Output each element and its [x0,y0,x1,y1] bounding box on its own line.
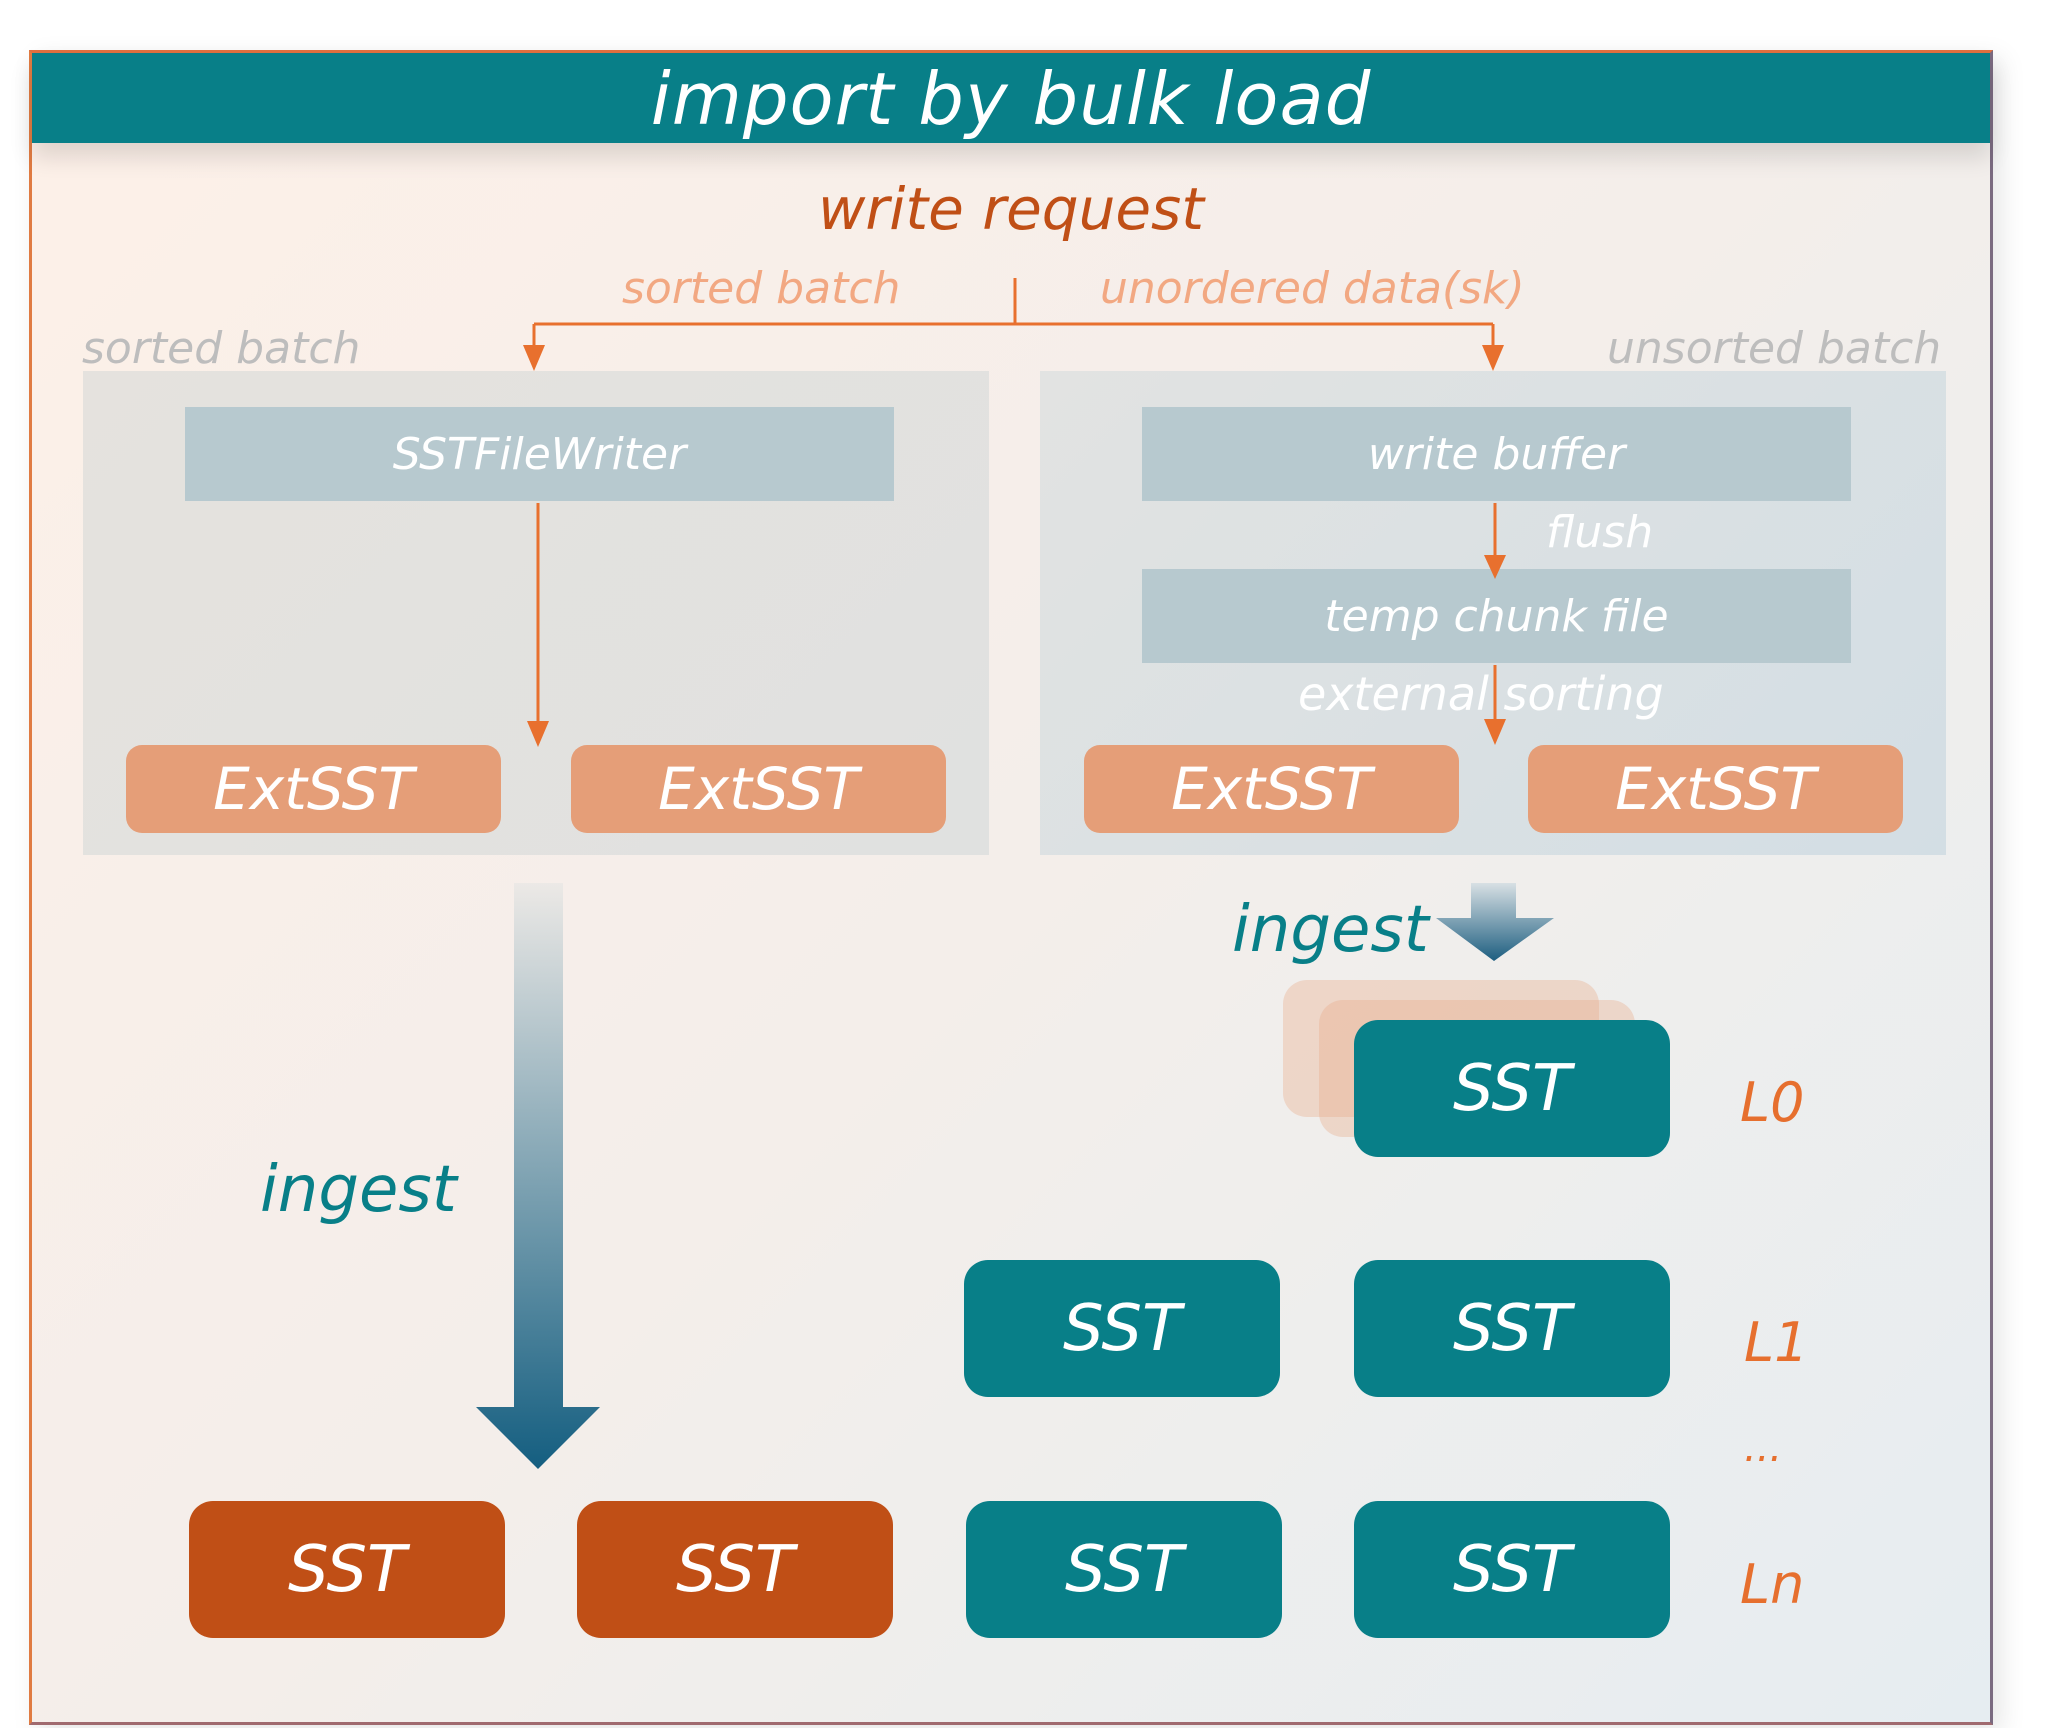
unsorted-batch-panel: write buffer flush temp chunk file exter… [1040,371,1946,855]
sst-ln-ingested-file: SST [189,1501,505,1638]
sst-label: SST [1064,1532,1184,1607]
unsorted-batch-panel-label: unsorted batch [1607,323,1942,374]
sst-ln-ingested-file: SST [577,1501,893,1638]
flush-label: flush [1546,507,1654,558]
diagram-frame: import by bulk load write request sorted… [29,50,1993,1725]
orange-arrowheads [523,345,1506,747]
level-label-l1: L1 [1744,1311,1809,1374]
arrowhead-sstwriter [527,721,549,747]
arrowhead-flush [1484,555,1506,579]
external-sorting-label: external sorting [1298,667,1664,721]
sorted-branch-label: sorted batch [622,263,901,314]
ext-sst-file: ExtSST [1528,745,1903,833]
sst-l1-file: SST [1354,1260,1670,1397]
sorted-batch-panel-label: sorted batch [82,323,361,374]
write-buffer-box: write buffer [1142,407,1851,501]
sst-label: SST [1062,1291,1182,1366]
sorted-batch-panel: SSTFileWriter ExtSST ExtSST [83,371,989,855]
sst-label: SST [287,1532,407,1607]
write-buffer-label: write buffer [1367,428,1626,480]
sst-l1-file: SST [964,1260,1280,1397]
split-connector [532,278,1497,721]
sst-file-writer-box: SSTFileWriter [185,407,894,501]
arrowhead-sort [1484,719,1506,745]
ext-sst-label: ExtSST [213,755,414,823]
sst-l0-file: SST [1354,1020,1670,1157]
ext-sst-label: ExtSST [658,755,859,823]
sst-label: SST [1452,1051,1572,1126]
title-bar: import by bulk load [32,53,1990,143]
sst-label: SST [675,1532,795,1607]
connector-layer [476,278,1554,1469]
sst-ln-file: SST [1354,1501,1670,1638]
level-label-l0: L0 [1740,1071,1805,1134]
temp-chunk-file-label: temp chunk file [1324,590,1669,642]
ext-sst-label: ExtSST [1171,755,1372,823]
ext-sst-label: ExtSST [1615,755,1816,823]
write-request-label: write request [817,175,1204,243]
unordered-branch-label: unordered data(sk) [1100,263,1525,314]
temp-chunk-file-box: temp chunk file [1142,569,1851,663]
level-label-ln: Ln [1740,1553,1805,1616]
arrowhead-left-branch [523,345,545,371]
diagram-title: import by bulk load [650,57,1372,141]
sst-label: SST [1452,1291,1572,1366]
sst-label: SST [1452,1532,1572,1607]
ingest-left-label: ingest [260,1153,457,1227]
ext-sst-file: ExtSST [1084,745,1459,833]
level-label-ellipsis: ... [1744,1425,1783,1471]
ingest-right-label: ingest [1232,893,1429,967]
ext-sst-file: ExtSST [571,745,946,833]
sst-ln-file: SST [966,1501,1282,1638]
ingest-big-arrow [476,883,600,1469]
ext-sst-file: ExtSST [126,745,501,833]
ingest-small-arrow [1436,883,1554,961]
sst-file-writer-label: SSTFileWriter [392,428,687,480]
arrowhead-right-branch [1482,345,1504,371]
